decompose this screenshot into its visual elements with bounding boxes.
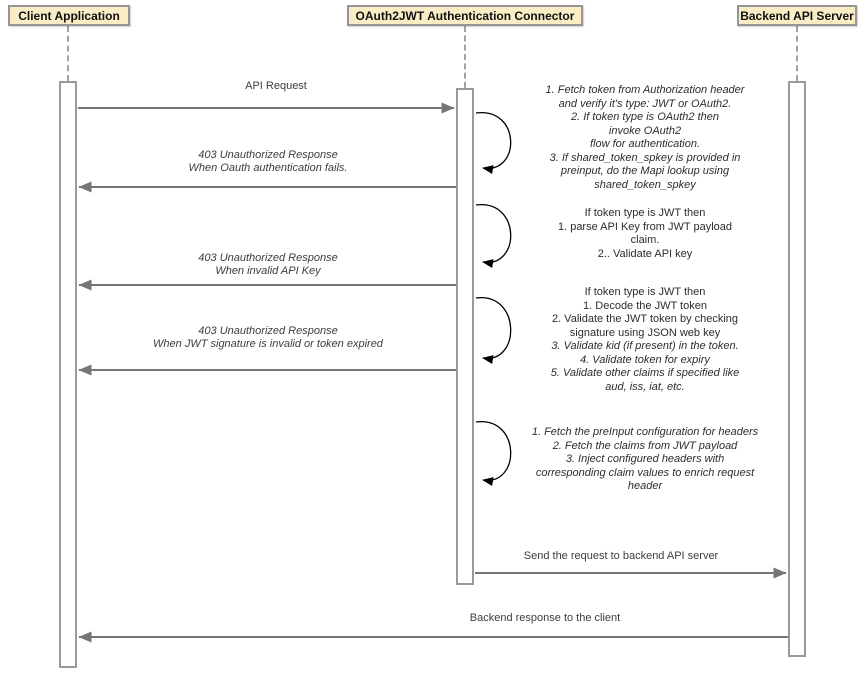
- resp-jwt-invalid-label: 403 Unauthorized Response When JWT signa…: [88, 325, 448, 351]
- actor-box-backend: Backend API Server: [737, 5, 857, 26]
- note-line: signature using JSON web key: [569, 326, 721, 339]
- resp-line: 403 Unauthorized Response: [198, 325, 338, 337]
- note-line: 2. Fetch the claims from JWT payload: [552, 439, 738, 452]
- note-jwt-validate: If token type is JWT then 1. Decode the …: [490, 286, 800, 394]
- note-line: aud, iss, iat, etc.: [605, 380, 685, 393]
- resp-line: When invalid API Key: [215, 265, 321, 277]
- lifeline-client: [67, 26, 69, 81]
- activation-bar-client: [59, 81, 77, 668]
- note-line: 3. Inject configured headers with: [565, 453, 725, 465]
- note-line: If token type is JWT then: [584, 286, 706, 298]
- resp-line: When JWT signature is invalid or token e…: [153, 338, 383, 350]
- note-line: 2. If token type is OAuth2 then: [571, 111, 719, 123]
- lifeline-backend: [796, 26, 798, 81]
- send-backend-label: Send the request to backend API server: [523, 550, 719, 562]
- resp-line: 403 Unauthorized Response: [198, 149, 338, 161]
- note-line: 2. Validate the JWT token by checking: [551, 313, 739, 325]
- note-line: header: [627, 480, 663, 492]
- actor-label-backend: Backend API Server: [740, 8, 854, 23]
- actor-box-connector: OAuth2JWT Authentication Connector: [347, 5, 583, 26]
- api-request-label: API Request: [245, 80, 307, 92]
- actor-label-connector: OAuth2JWT Authentication Connector: [355, 8, 575, 23]
- note-line: corresponding claim values to enrich req…: [535, 466, 755, 479]
- note-token-fetch: 1. Fetch token from Authorization header…: [490, 84, 800, 192]
- note-line: 3. If shared_token_spkey is provided in: [549, 151, 741, 164]
- note-line: 1. Fetch token from Authorization header: [545, 84, 745, 96]
- activation-bar-backend: [788, 81, 806, 657]
- note-line: invoke OAuth2: [608, 124, 682, 137]
- note-line: 5. Validate other claims if specified li…: [550, 367, 740, 379]
- note-line: preinput, do the Mapi lookup using: [560, 165, 730, 177]
- note-header-enrich: 1. Fetch the preInput configuration for …: [478, 426, 812, 494]
- note-jwt-apikey: If token type is JWT then 1. parse API K…: [490, 207, 800, 261]
- note-line: 3. Validate kid (if present) in the toke…: [551, 340, 739, 352]
- resp-oauth-fail-label: 403 Unauthorized Response When Oauth aut…: [118, 149, 418, 175]
- note-line: 1. Fetch the preInput configuration for …: [531, 426, 759, 438]
- resp-invalid-key-label: 403 Unauthorized Response When invalid A…: [118, 252, 418, 278]
- note-line: 1. parse API Key from JWT payload: [557, 220, 733, 233]
- note-line: 2.. Validate API key: [597, 247, 693, 260]
- note-line: 1. Decode the JWT token: [583, 299, 707, 312]
- note-line: claim.: [630, 234, 660, 246]
- backend-response-label: Backend response to the client: [469, 612, 621, 624]
- resp-line: When Oauth authentication fails.: [188, 162, 348, 174]
- resp-line: 403 Unauthorized Response: [198, 252, 338, 264]
- actor-box-client: Client Application: [8, 5, 130, 26]
- note-line: shared_token_spkey: [594, 178, 696, 191]
- note-line: 4. Validate token for expiry: [580, 353, 710, 366]
- activation-bar-connector: [456, 88, 474, 585]
- actor-label-client: Client Application: [18, 8, 120, 23]
- note-line: and verify it's type: JWT or OAuth2.: [558, 97, 732, 110]
- note-line: flow for authentication.: [589, 138, 701, 150]
- note-line: If token type is JWT then: [584, 207, 706, 219]
- lifeline-connector: [464, 26, 466, 88]
